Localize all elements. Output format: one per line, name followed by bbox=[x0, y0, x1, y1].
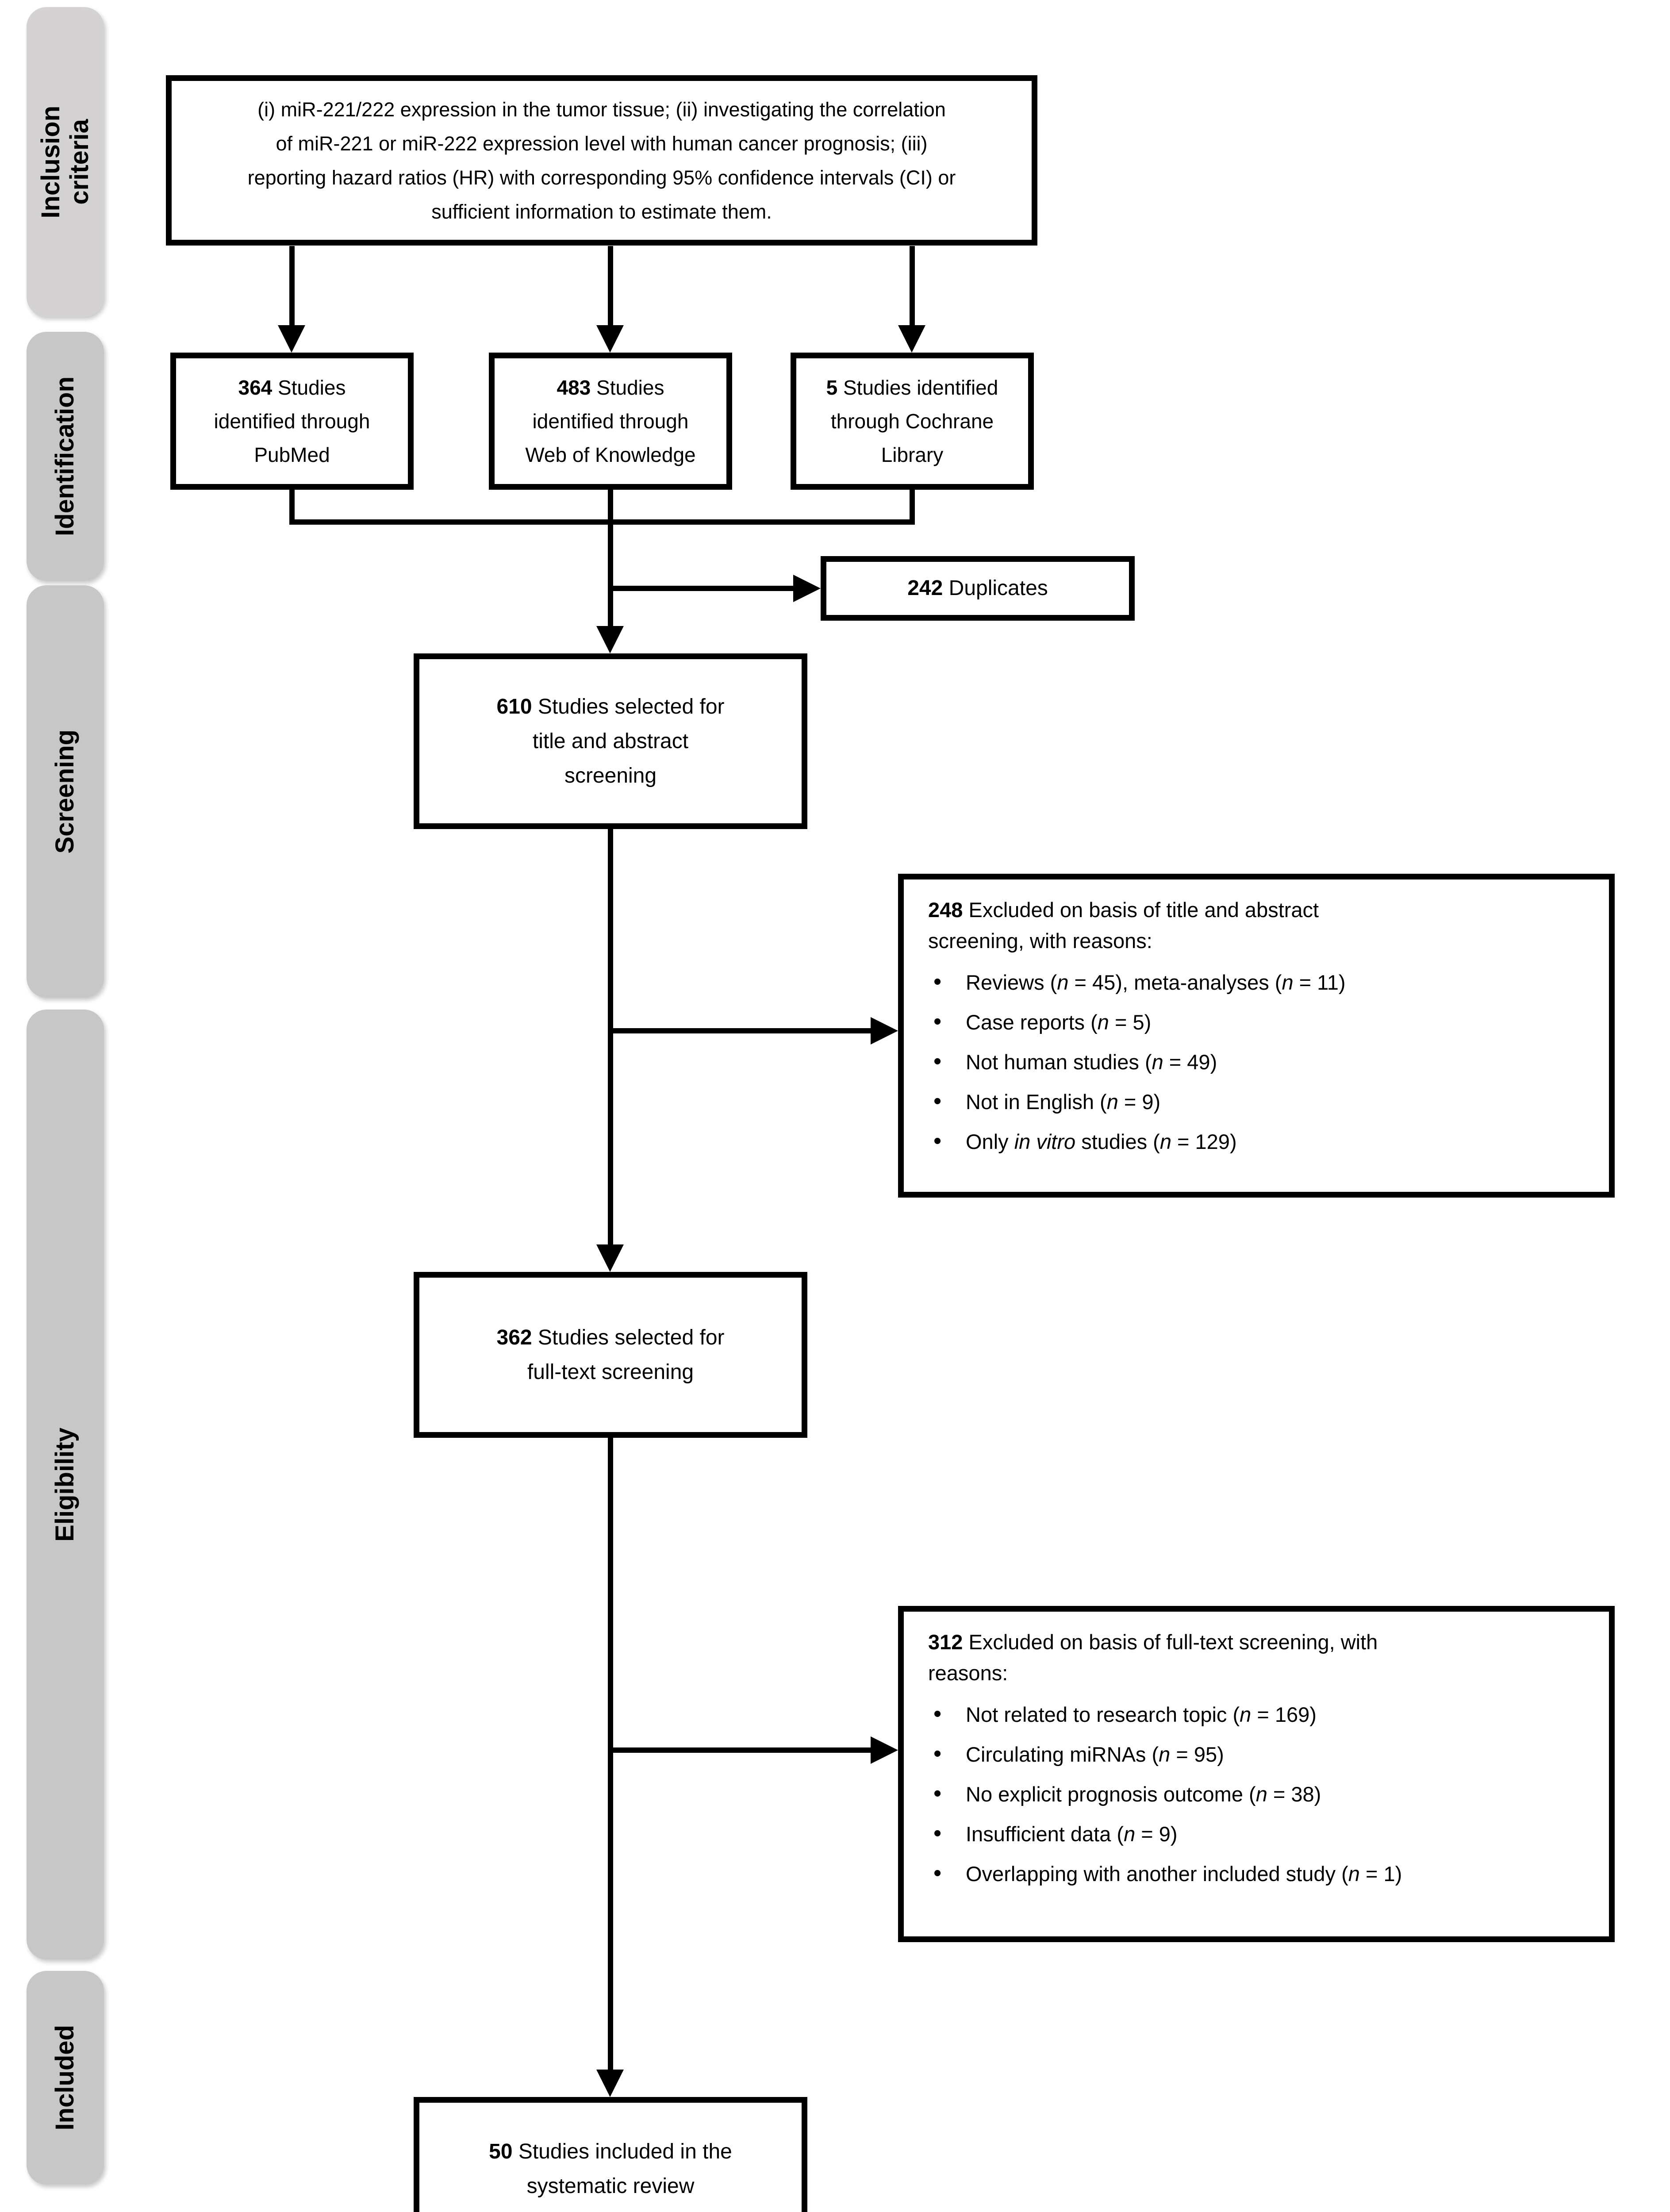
cochrane-source-box: 5 Studies identified through Cochrane Li… bbox=[791, 353, 1034, 490]
fulltext-screening-text: 362 Studies selected for full-text scree… bbox=[496, 1325, 725, 1384]
arrow-criteria-to-cochrane-head bbox=[898, 325, 925, 353]
sidebar-stage-label: Identification bbox=[50, 376, 80, 536]
arrow-362-to-50-shaft bbox=[608, 1438, 613, 2070]
arrow-criteria-to-wok-head bbox=[596, 325, 624, 353]
duplicates-text: 242 Duplicates bbox=[907, 576, 1048, 600]
sidebar-stage-label: Eligibility bbox=[50, 1427, 80, 1542]
arrow-to-312-head bbox=[871, 1736, 898, 1764]
web-of-knowledge-source-text: 483 Studies identified through Web of Kn… bbox=[525, 376, 696, 466]
connector-merge-line bbox=[289, 519, 915, 525]
arrow-610-to-362-shaft bbox=[608, 829, 613, 1245]
pubmed-source-box: 364 Studies identified through PubMed bbox=[170, 353, 414, 490]
arrow-to-duplicates-shaft bbox=[610, 586, 794, 591]
connector-pubmed-stub bbox=[289, 490, 295, 522]
arrow-criteria-to-pubmed-shaft bbox=[289, 246, 295, 326]
duplicates-box: 242 Duplicates bbox=[821, 556, 1135, 621]
cochrane-source-text: 5 Studies identified through Cochrane Li… bbox=[826, 376, 998, 466]
excluded-fulltext-reasons: Not related to research topic (n = 169) … bbox=[928, 1698, 1402, 1889]
arrow-to-duplicates-head bbox=[793, 575, 821, 602]
arrow-criteria-to-pubmed-head bbox=[278, 325, 305, 353]
arrow-criteria-to-wok-shaft bbox=[608, 246, 613, 326]
excluded-title-abstract-reasons: Reviews (n = 45), meta-analyses (n = 11)… bbox=[928, 966, 1346, 1157]
exclusion-reason-item: Insufficient data (n = 9) bbox=[928, 1818, 1402, 1850]
arrow-merge-to-610-head bbox=[596, 626, 624, 653]
fulltext-screening-box: 362 Studies selected for full-text scree… bbox=[414, 1272, 807, 1438]
sidebar-stage-eligibility: Eligibility bbox=[27, 1010, 104, 1959]
inclusion-criteria-text: (i) miR-221/222 expression in the tumor … bbox=[247, 98, 956, 223]
sidebar-stage-inclusion-criteria: Inclusion criteria bbox=[27, 7, 104, 317]
exclusion-reason-item: Not human studies (n = 49) bbox=[928, 1046, 1346, 1078]
sidebar-stage-label: Included bbox=[50, 2025, 80, 2131]
exclusion-reason-item: Circulating miRNAs (n = 95) bbox=[928, 1738, 1402, 1770]
exclusion-reason-item: Not related to research topic (n = 169) bbox=[928, 1698, 1402, 1730]
title-abstract-screening-box: 610 Studies selected for title and abstr… bbox=[414, 653, 807, 829]
included-studies-box: 50 Studies included in the systematic re… bbox=[414, 2097, 807, 2212]
web-of-knowledge-source-box: 483 Studies identified through Web of Kn… bbox=[489, 353, 732, 490]
excluded-title-abstract-box: 248 Excluded on basis of title and abstr… bbox=[898, 874, 1615, 1198]
exclusion-reason-item: Reviews (n = 45), meta-analyses (n = 11) bbox=[928, 966, 1346, 998]
arrow-merge-to-610-shaft bbox=[608, 519, 613, 627]
excluded-title-abstract-header: 248 Excluded on basis of title and abstr… bbox=[928, 898, 1319, 952]
excluded-fulltext-box: 312 Excluded on basis of full-text scree… bbox=[898, 1606, 1615, 1942]
sidebar-stage-label: Inclusion criteria bbox=[36, 105, 94, 219]
pubmed-source-text: 364 Studies identified through PubMed bbox=[214, 376, 370, 466]
arrow-to-248-shaft bbox=[610, 1028, 871, 1033]
sidebar-stage-screening: Screening bbox=[27, 585, 104, 998]
arrow-to-248-head bbox=[871, 1017, 898, 1045]
title-abstract-screening-text: 610 Studies selected for title and abstr… bbox=[496, 695, 725, 787]
connector-wok-stub bbox=[608, 490, 613, 522]
exclusion-reason-item: No explicit prognosis outcome (n = 38) bbox=[928, 1778, 1402, 1810]
arrow-362-to-50-head bbox=[596, 2070, 624, 2097]
sidebar-stage-identification: Identification bbox=[27, 332, 104, 581]
excluded-fulltext-header: 312 Excluded on basis of full-text scree… bbox=[928, 1630, 1378, 1685]
exclusion-reason-item: Not in English (n = 9) bbox=[928, 1086, 1346, 1118]
sidebar-stage-included: Included bbox=[27, 1971, 104, 2185]
included-studies-text: 50 Studies included in the systematic re… bbox=[489, 2139, 732, 2198]
exclusion-reason-item: Case reports (n = 5) bbox=[928, 1006, 1346, 1038]
exclusion-reason-item: Only in vitro studies (n = 129) bbox=[928, 1125, 1346, 1157]
arrow-610-to-362-head bbox=[596, 1244, 624, 1272]
exclusion-reason-item: Overlapping with another included study … bbox=[928, 1858, 1402, 1889]
inclusion-criteria-box: (i) miR-221/222 expression in the tumor … bbox=[166, 75, 1037, 246]
arrow-to-312-shaft bbox=[610, 1747, 871, 1753]
connector-cochrane-stub bbox=[910, 490, 915, 522]
sidebar-stage-label: Screening bbox=[50, 729, 80, 854]
arrow-criteria-to-cochrane-shaft bbox=[910, 246, 915, 326]
